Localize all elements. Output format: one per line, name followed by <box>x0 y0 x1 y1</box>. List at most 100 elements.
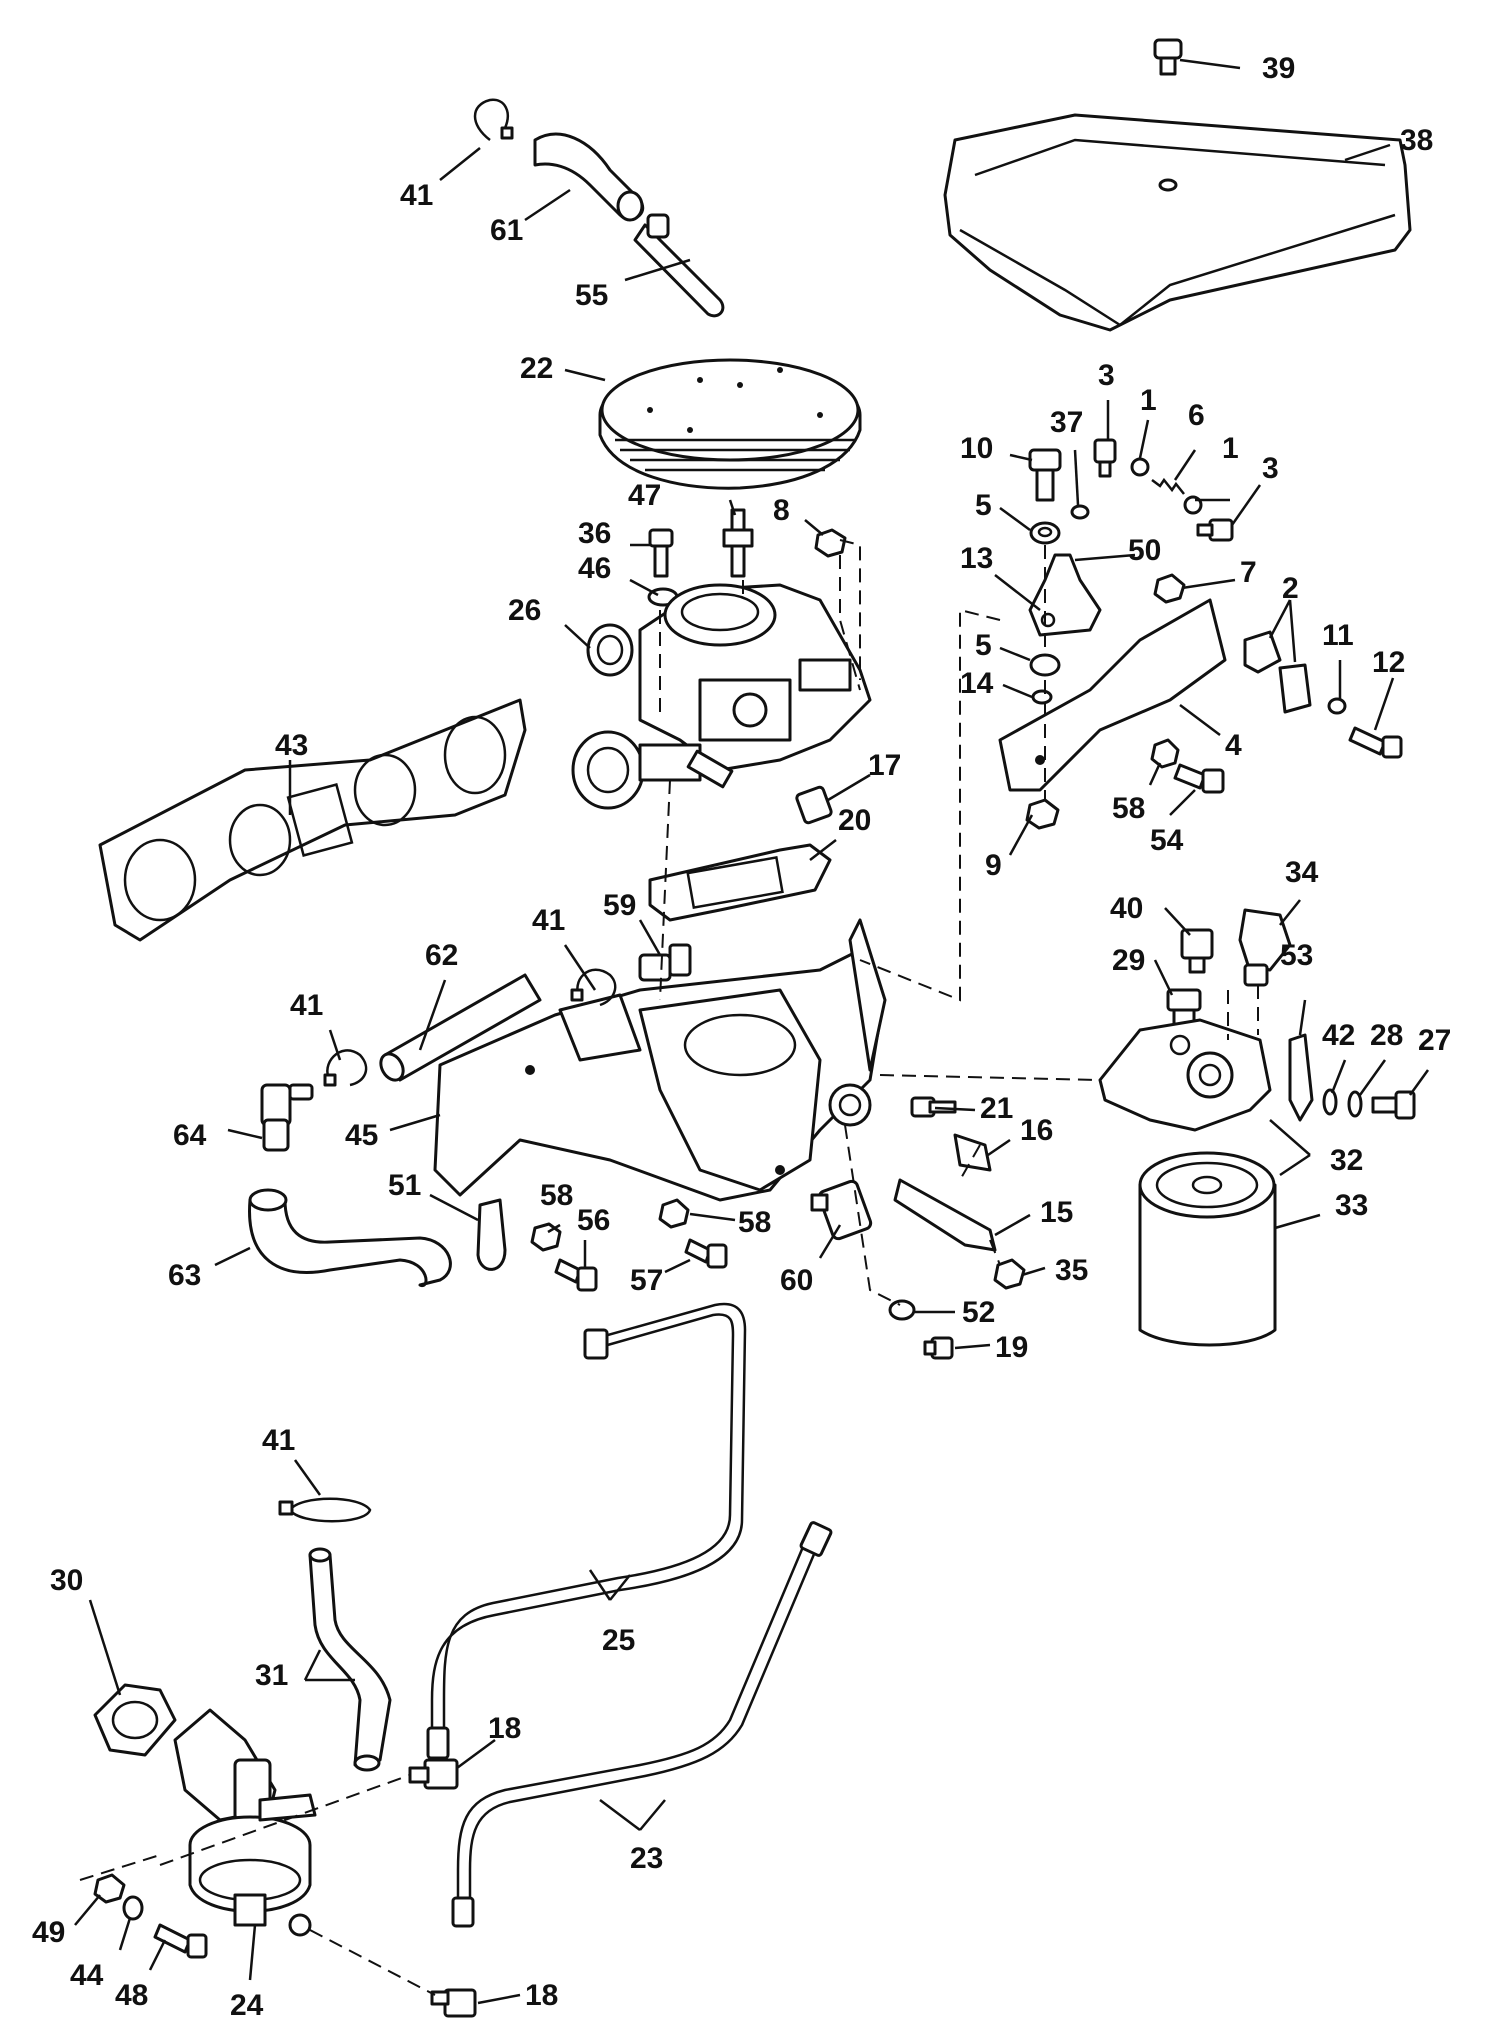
callout-32: 32 <box>1330 1144 1363 1177</box>
callout-44: 44 <box>70 1959 104 1992</box>
part-41-clamp-manifold <box>570 968 617 1007</box>
callout-2: 2 <box>1282 572 1299 605</box>
callout-49: 49 <box>32 1916 65 1949</box>
part-2-mount-a <box>1243 630 1282 674</box>
part-5-washer-top <box>1029 521 1061 545</box>
part-25-fuel-line <box>426 1302 747 1760</box>
part-16-clip <box>953 1133 992 1172</box>
callout-47: 47 <box>628 479 661 512</box>
callout-25: 25 <box>602 1624 635 1657</box>
callout-54: 54 <box>1150 824 1184 857</box>
part-26-carburetor <box>571 583 872 810</box>
callout-56: 56 <box>577 1204 610 1237</box>
part-45-intake-manifold <box>433 918 887 1202</box>
part-20-gasket <box>648 843 832 922</box>
part-6-spring <box>1151 477 1185 495</box>
part-41-clamp-tube <box>323 1049 368 1087</box>
part-64-fitting <box>260 1083 314 1152</box>
part-60-sensor <box>810 1179 873 1241</box>
part-41-clamp-pump <box>278 1497 372 1523</box>
callout-13: 13 <box>960 542 993 575</box>
part-37-washer <box>1070 504 1090 520</box>
part-42-washer <box>1322 1088 1338 1116</box>
part-34-elbow <box>1238 908 1292 987</box>
callout-64: 64 <box>173 1119 207 1152</box>
callout-7: 7 <box>1240 556 1257 589</box>
part-61-hose <box>533 132 644 222</box>
part-36-screw <box>648 528 674 578</box>
callout-1: 1 <box>1222 432 1239 465</box>
part-55-bracket <box>633 213 725 318</box>
callout-38: 38 <box>1400 124 1433 157</box>
callout-58: 58 <box>540 1179 573 1212</box>
part-59-elbow <box>638 943 692 982</box>
callout-41: 41 <box>262 1424 295 1457</box>
callout-27: 27 <box>1418 1024 1451 1057</box>
callout-10: 10 <box>960 432 993 465</box>
callout-3: 3 <box>1098 359 1115 392</box>
callout-48: 48 <box>115 1979 148 2012</box>
part-47-stud <box>722 508 754 578</box>
part-21-screw <box>910 1096 957 1118</box>
part-32-filter-head <box>1098 1018 1272 1132</box>
part-31-hose <box>308 1547 392 1772</box>
callout-14: 14 <box>960 667 994 700</box>
part-35-nut <box>993 1258 1026 1290</box>
callout-3: 3 <box>1262 452 1279 485</box>
callout-37: 37 <box>1050 406 1083 439</box>
part-23-fuel-line <box>451 1521 833 1928</box>
part-17-fitting <box>795 785 833 825</box>
part-9-nut <box>1025 798 1060 830</box>
callout-17: 17 <box>868 749 901 782</box>
part-54-screw <box>1173 763 1225 794</box>
callout-41: 41 <box>532 904 565 937</box>
callout-8: 8 <box>773 494 790 527</box>
callout-15: 15 <box>1040 1196 1073 1229</box>
part-30-gasket <box>93 1683 177 1757</box>
callout-4: 4 <box>1225 729 1242 762</box>
callout-23: 23 <box>630 1842 663 1875</box>
part-3-fitting-top <box>1093 438 1117 478</box>
part-41-clamp-top <box>473 98 514 141</box>
part-22-flame-arrestor <box>598 358 862 490</box>
callout-26: 26 <box>508 594 541 627</box>
callout-58: 58 <box>738 1206 771 1239</box>
part-53-clip <box>1288 1033 1314 1122</box>
callout-46: 46 <box>578 552 611 585</box>
callout-20: 20 <box>838 804 871 837</box>
part-7-nut <box>1153 573 1186 604</box>
part-38-cover <box>943 113 1412 332</box>
part-58-nut-right <box>1150 738 1180 769</box>
callout-labels: 39 38 41 61 55 22 3 1 6 37 1 10 3 5 47 8… <box>32 52 1451 2022</box>
part-48-screw <box>153 1923 208 1959</box>
callout-62: 62 <box>425 939 458 972</box>
callout-18: 18 <box>488 1712 521 1745</box>
callout-31: 31 <box>255 1659 288 1692</box>
part-43-manifold-gasket <box>98 698 527 942</box>
callout-34: 34 <box>1285 856 1319 889</box>
callout-40: 40 <box>1110 892 1143 925</box>
callout-51: 51 <box>388 1169 421 1202</box>
part-57-screw <box>684 1238 728 1269</box>
part-3-fitting-right <box>1196 518 1234 542</box>
leader-lines <box>74 58 1430 2005</box>
part-5-washer-bottom <box>1029 653 1061 677</box>
callout-63: 63 <box>168 1259 201 1292</box>
callout-6: 6 <box>1188 399 1205 432</box>
callout-22: 22 <box>520 352 553 385</box>
callout-9: 9 <box>985 849 1002 882</box>
part-11-washer <box>1327 697 1347 715</box>
callout-39: 39 <box>1262 52 1295 85</box>
part-13-mount <box>1028 553 1102 637</box>
callout-28: 28 <box>1370 1019 1403 1052</box>
callout-52: 52 <box>962 1296 995 1329</box>
callout-36: 36 <box>578 517 611 550</box>
part-4-bracket <box>998 598 1227 792</box>
part-44-washer <box>122 1895 144 1921</box>
part-63-hose <box>248 1188 452 1288</box>
callout-41: 41 <box>400 179 433 212</box>
part-10-screw <box>1028 448 1062 502</box>
callout-41: 41 <box>290 989 323 1022</box>
callout-45: 45 <box>345 1119 378 1152</box>
callout-5: 5 <box>975 629 992 662</box>
